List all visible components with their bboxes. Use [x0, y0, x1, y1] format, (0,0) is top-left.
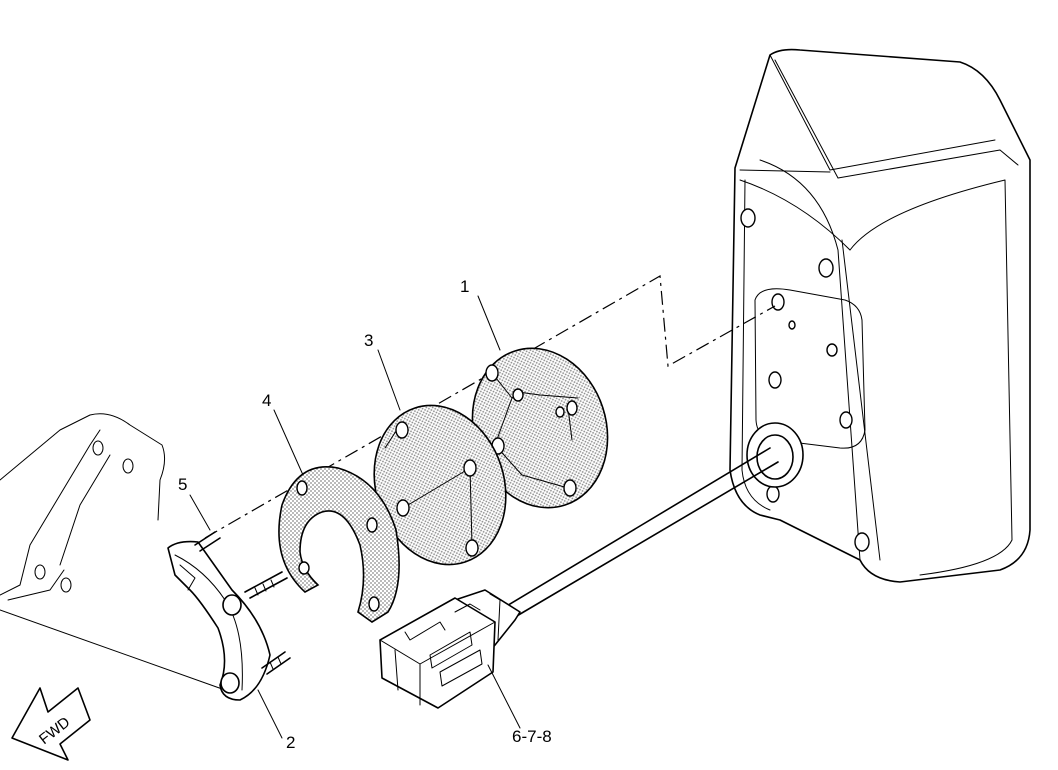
callout-part-4: 4 [262, 391, 271, 410]
part-2-clamp [167, 540, 271, 701]
mounting-bracket [0, 413, 226, 691]
leader-lines [189, 295, 521, 739]
part-5-screws [194, 531, 291, 675]
part-4-spacer [278, 466, 400, 623]
fwd-arrow-icon: FWD [11, 687, 91, 761]
display-housing [729, 48, 1031, 583]
callout-part-2: 2 [286, 733, 295, 752]
callout-part-6-7-8: 6-7-8 [512, 727, 552, 746]
callout-part-5: 5 [178, 475, 187, 494]
wiring-harness [379, 447, 779, 709]
callout-part-1: 1 [460, 277, 469, 296]
callout-part-3: 3 [364, 331, 373, 350]
